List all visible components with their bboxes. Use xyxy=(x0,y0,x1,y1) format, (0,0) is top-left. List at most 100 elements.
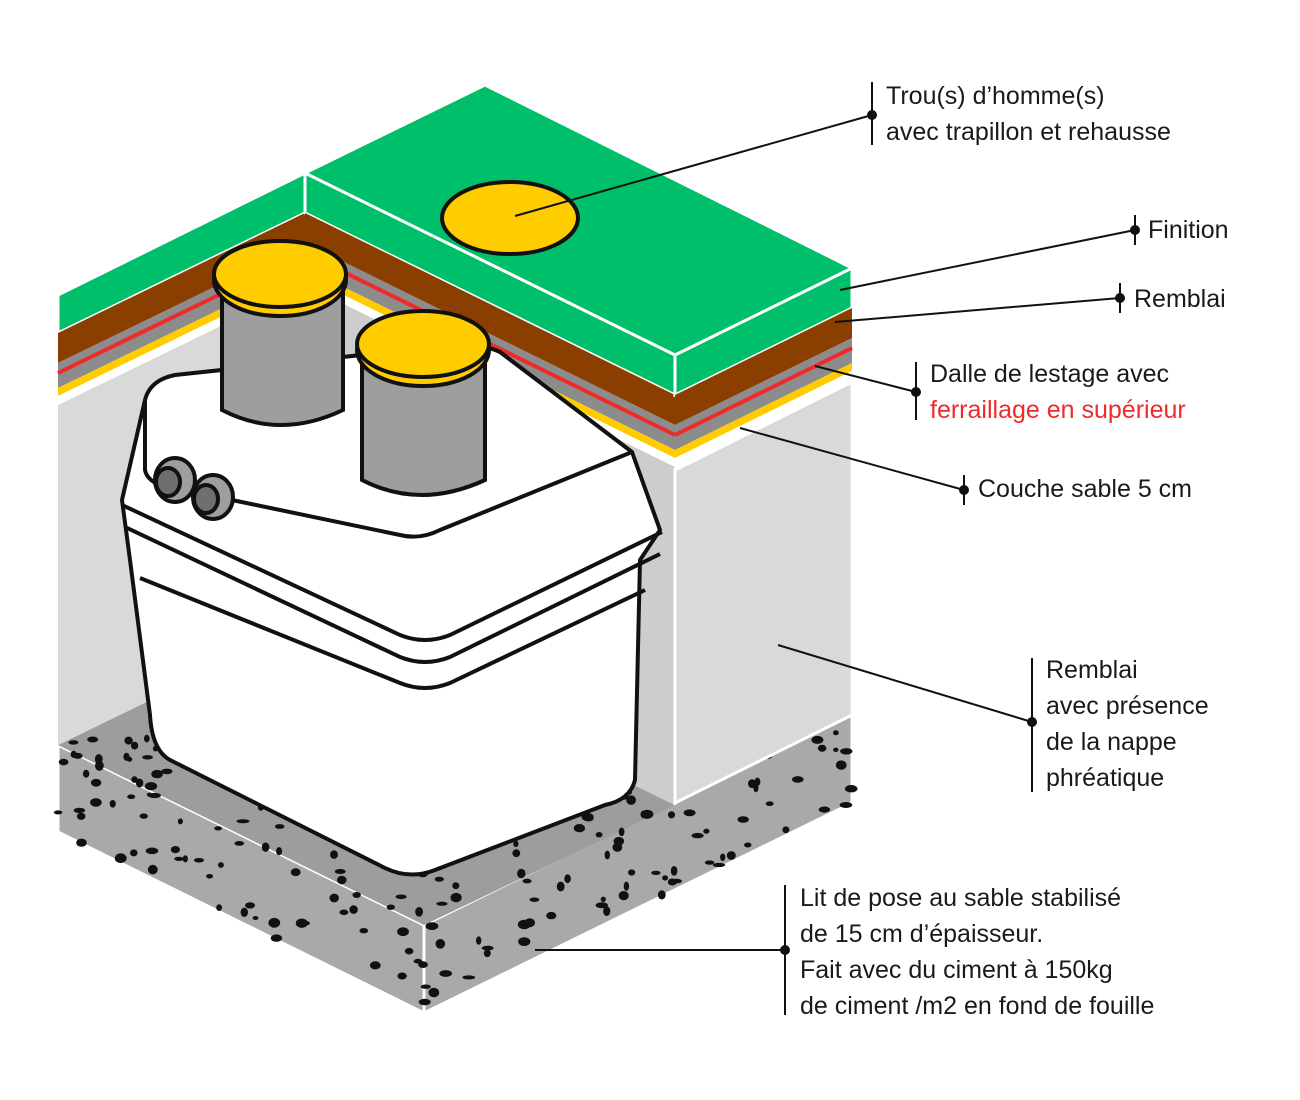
sand-speckle xyxy=(123,752,130,761)
sand-speckle xyxy=(668,811,675,819)
sand-speckle xyxy=(436,901,448,906)
label-lit-de-pose: Lit de pose au sable stabilisé de 15 cm … xyxy=(800,880,1154,1024)
sand-speckle xyxy=(90,778,102,787)
sand-speckle xyxy=(765,801,774,806)
sand-speckle xyxy=(462,975,476,980)
sand-speckle xyxy=(58,758,69,766)
sand-speckle xyxy=(130,849,138,857)
sand-speckle xyxy=(612,842,623,852)
sand-speckle xyxy=(573,824,586,833)
sand-speckle xyxy=(833,747,839,752)
sand-speckle xyxy=(434,876,444,882)
sand-speckle xyxy=(439,970,453,977)
sand-speckle xyxy=(87,736,99,743)
sand-speckle xyxy=(70,750,77,758)
sand-speckle xyxy=(754,777,761,786)
sand-speckle xyxy=(618,891,629,901)
sand-speckle xyxy=(252,916,259,920)
sand-speckle xyxy=(524,918,535,928)
sand-speckle xyxy=(626,795,636,805)
sand-speckle xyxy=(720,853,726,862)
sand-speckle xyxy=(170,846,180,854)
sand-speckle xyxy=(415,907,423,917)
pipe-connectors xyxy=(153,456,235,521)
sand-speckle xyxy=(127,794,136,799)
sand-speckle xyxy=(174,856,184,862)
sand-speckle xyxy=(703,828,710,834)
sand-speckle xyxy=(369,961,381,970)
sand-speckle xyxy=(640,809,654,819)
sand-speckle xyxy=(513,840,519,847)
sand-speckle xyxy=(418,998,431,1006)
sand-speckle xyxy=(135,778,144,788)
sand-speckle xyxy=(657,890,666,900)
sand-speckle xyxy=(145,847,159,855)
label-trou-homme: Trou(s) d’homme(s) avec trapillon et reh… xyxy=(886,78,1171,150)
sand-speckle xyxy=(844,785,858,793)
sand-speckle xyxy=(428,987,440,998)
sand-speckle xyxy=(339,909,349,916)
sand-speckle xyxy=(214,826,222,831)
sand-speckle xyxy=(240,907,248,917)
label-lit-de-pose-line3: Fait avec du ciment à 150kg xyxy=(800,956,1113,984)
sand-speckle xyxy=(236,819,250,824)
sand-speckle xyxy=(234,841,245,846)
sand-speckle xyxy=(604,850,610,860)
sand-speckle xyxy=(600,896,606,902)
sand-speckle xyxy=(564,874,571,884)
sand-speckle xyxy=(628,869,636,876)
sand-speckle xyxy=(76,812,86,820)
sand-speckle xyxy=(329,893,339,903)
sand-speckle xyxy=(114,853,127,864)
sand-speckle xyxy=(792,776,804,783)
sand-speckle xyxy=(404,947,414,955)
sand-speckle xyxy=(481,945,494,951)
sand-speckle xyxy=(840,748,853,755)
sand-speckle xyxy=(73,807,86,814)
label-lit-de-pose-line4: de ciment /m2 en fond de fouille xyxy=(800,992,1155,1020)
sand-speckle xyxy=(151,769,163,779)
label-trou-homme-line1: Trou(s) d’homme(s) xyxy=(886,82,1105,110)
sand-speckle xyxy=(82,769,90,778)
sand-speckle xyxy=(295,918,308,928)
label-remblai: Remblai xyxy=(1134,281,1226,317)
sand-speckle xyxy=(683,809,696,817)
sand-speckle xyxy=(452,882,460,890)
sand-speckle xyxy=(206,874,214,879)
sand-speckle xyxy=(517,868,526,879)
sand-speckle xyxy=(147,864,158,875)
sand-speckle xyxy=(744,842,752,848)
sand-speckle xyxy=(193,858,205,863)
sand-speckle xyxy=(395,894,407,900)
sand-speckle xyxy=(833,730,839,736)
sand-speckle xyxy=(603,906,611,917)
sand-speckle xyxy=(817,744,827,752)
sand-speckle xyxy=(337,875,347,885)
sand-speckle xyxy=(386,904,395,910)
sand-speckle xyxy=(397,972,407,980)
sand-speckle xyxy=(76,838,87,847)
sand-speckle xyxy=(261,842,270,852)
label-lit-de-pose-line2: de 15 cm d’épaisseur. xyxy=(800,920,1044,948)
sand-speckle xyxy=(349,905,358,914)
sand-speckle xyxy=(667,878,677,886)
sand-speckle xyxy=(691,832,704,839)
sand-speckle xyxy=(290,868,301,877)
sand-speckle xyxy=(811,735,824,744)
sand-speckle xyxy=(330,850,338,859)
sand-speckle xyxy=(726,851,736,860)
sand-speckle xyxy=(618,827,625,837)
sand-speckle xyxy=(518,937,531,946)
label-finition-text: Finition xyxy=(1148,216,1229,244)
sand-speckle xyxy=(818,806,831,813)
label-finition: Finition xyxy=(1148,212,1229,248)
sand-speckle xyxy=(712,862,726,868)
sand-speckle xyxy=(274,824,285,829)
sand-speckle xyxy=(413,958,423,964)
sand-speckle xyxy=(142,755,154,760)
sand-speckle xyxy=(651,870,661,876)
sand-speckle xyxy=(139,813,148,819)
sand-speckle xyxy=(483,949,491,958)
leader-lines xyxy=(514,82,1140,1015)
